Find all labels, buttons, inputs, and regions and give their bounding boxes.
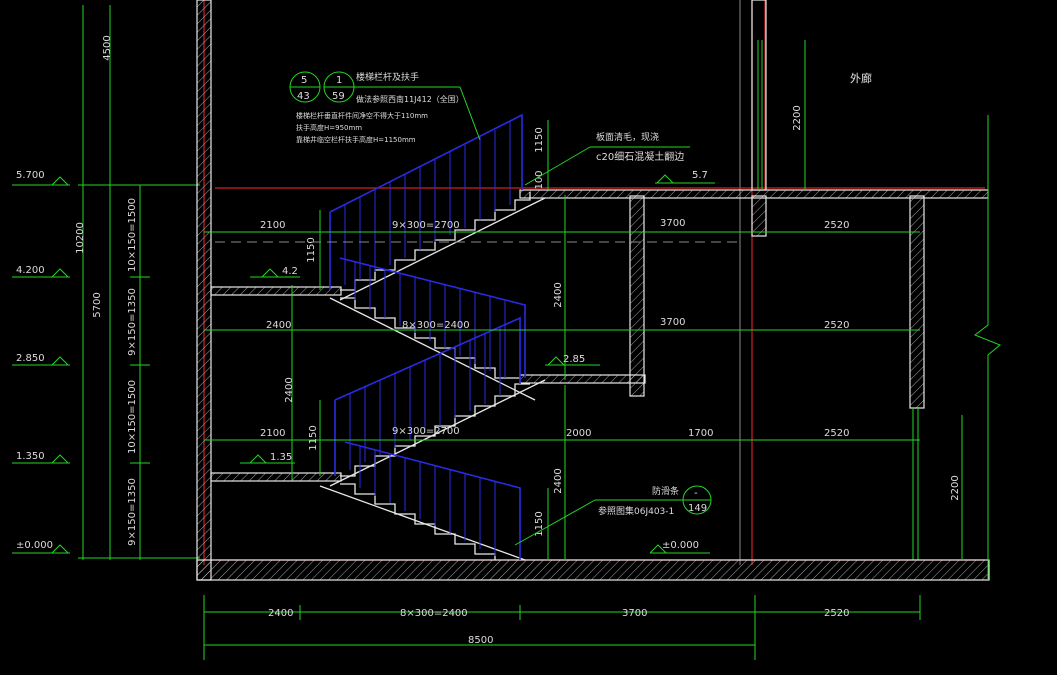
- dim-2100-low: 2100: [260, 428, 285, 439]
- callout-anti-slip-ref: 参照图集06J403-1: [598, 505, 674, 517]
- dim-2400-a: 2400: [284, 377, 295, 402]
- dim-4500: 4500: [102, 35, 113, 60]
- dim-flight-9x300-low: 9×300=2700: [392, 426, 460, 437]
- level-5700: 5.700: [16, 170, 45, 181]
- walls: [196, 0, 1001, 581]
- dim-flight-8x300-mid: 8×300=2400: [402, 320, 470, 331]
- callout-anti-slip: - 149 防滑条 参照图集06J403-1: [514, 485, 712, 546]
- callout-slab-edge: 板面清毛，现浇 c20细石混凝土翻边: [524, 131, 690, 186]
- level-0000: ±0.000: [16, 540, 53, 551]
- dim-2520-mid: 2520: [824, 320, 849, 331]
- dim-1150-c: 1150: [534, 127, 545, 152]
- stair-flights: [319, 192, 546, 561]
- landing-0-000: ±0.000: [662, 540, 699, 551]
- dim-3700-mid: 3700: [660, 317, 685, 328]
- dim-2200-a: 2200: [792, 105, 803, 130]
- callout-b-top: 1: [336, 75, 342, 86]
- callout-railing-ref: 做法参照西南11J412（全国）: [356, 94, 464, 104]
- dim-2520-low: 2520: [824, 428, 849, 439]
- level-4200: 4.200: [16, 265, 45, 276]
- callout-slab-text-1: 板面清毛，现浇: [596, 131, 659, 143]
- level-1350: 1.350: [16, 451, 45, 462]
- callout-b-bottom: 59: [332, 91, 345, 102]
- dim-flight-9x300-top: 9×300=2700: [392, 220, 460, 231]
- callout-railing-title: 楼梯栏杆及扶手: [356, 71, 419, 83]
- level-2850: 2.850: [16, 353, 45, 364]
- horizontal-dimensions: 2100 9×300=2700 3700 2520 2400 8×300=240…: [203, 218, 921, 660]
- landing-4-2: 4.2: [282, 266, 298, 277]
- callout-anti-slip-title: 防滑条: [652, 485, 679, 497]
- dim-2400-b: 2400: [553, 282, 564, 307]
- landing-5-7: 5.7: [692, 170, 708, 181]
- dim-10200: 10200: [75, 222, 86, 254]
- dim-5700: 5700: [92, 292, 103, 317]
- landing-1-35: 1.35: [270, 452, 292, 463]
- dim-flight-2: 9×150=1350: [127, 288, 138, 356]
- dim-flight-4: 9×150=1350: [127, 478, 138, 546]
- dim-3700-top: 3700: [660, 218, 685, 229]
- callout-a-bottom: 43: [297, 91, 310, 102]
- landing-levels: 4.2 2.85 1.35 ±0.000 5.7: [240, 170, 715, 554]
- dim-2100-top: 2100: [260, 220, 285, 231]
- left-dimension-chains: 4500 10200 5700 10×150=1500 9×150=1350 1…: [75, 5, 200, 560]
- dim-1700: 1700: [688, 428, 713, 439]
- dim-total-8500: 8500: [468, 635, 493, 646]
- callout-railing-note-1: 楼梯栏杆垂直杆件间净空不得大于110mm: [296, 111, 428, 120]
- callout-railing: 5 1 43 59 楼梯栏杆及扶手 做法参照西南11J412（全国） 楼梯栏杆垂…: [289, 71, 481, 144]
- dim-2520-top: 2520: [824, 220, 849, 231]
- callout-slab-text-2: c20细石混凝土翻边: [596, 150, 684, 163]
- dim-1150-a: 1150: [306, 237, 317, 262]
- landing-2-85: 2.85: [563, 354, 585, 365]
- dim-flight-3: 10×150=1500: [127, 380, 138, 454]
- stair-railings: [329, 113, 526, 560]
- dim-1150-d: 1150: [534, 511, 545, 536]
- dim-bottom-3700: 3700: [622, 608, 647, 619]
- callout-anti-slip-bottom: 149: [688, 503, 707, 514]
- callout-a-top: 5: [301, 75, 307, 86]
- room-label-corridor: 外廊: [850, 71, 872, 85]
- dim-2400-mid: 2400: [266, 320, 291, 331]
- callout-anti-slip-top: -: [694, 488, 698, 499]
- dim-bottom-flight: 8×300=2400: [400, 608, 468, 619]
- dim-2200-b: 2200: [950, 475, 961, 500]
- vertical-dimensions: 1150 2400 1150 1150 100 2400 2400 1150 2…: [284, 40, 963, 560]
- dim-bottom-2400: 2400: [268, 608, 293, 619]
- dim-1150-b: 1150: [308, 425, 319, 450]
- dim-2400-c: 2400: [553, 468, 564, 493]
- callout-railing-note-2: 扶手高度H=950mm: [296, 123, 362, 132]
- level-markers: 5.700 4.200 2.850 1.350 ±0.000: [12, 170, 70, 554]
- callout-railing-note-3: 靠梯井临空栏杆扶手高度H=1150mm: [296, 135, 416, 144]
- dim-bottom-2520: 2520: [824, 608, 849, 619]
- dim-2000: 2000: [566, 428, 591, 439]
- dim-flight-1: 10×150=1500: [127, 198, 138, 272]
- dim-100: 100: [534, 170, 545, 189]
